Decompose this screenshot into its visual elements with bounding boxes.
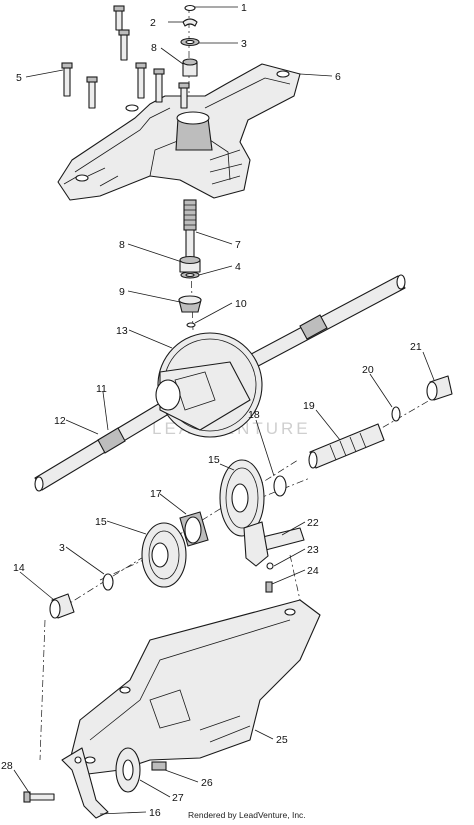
callout-11: 11 <box>96 383 107 395</box>
callout-26: 26 <box>201 777 213 789</box>
callout-23: 23 <box>307 544 319 556</box>
callout-19: 19 <box>303 400 315 412</box>
callout-1: 1 <box>241 2 247 14</box>
callout-22: 22 <box>307 517 319 529</box>
callout-10: 10 <box>235 298 247 310</box>
leader-lines <box>13 6 435 815</box>
callout-13: 13 <box>116 325 128 337</box>
input-shaft <box>183 199 197 259</box>
callout-15-right: 15 <box>208 454 220 466</box>
upper-housing <box>57 63 301 201</box>
callout-4-mid: 4 <box>235 261 241 273</box>
callout-18: 18 <box>248 409 260 421</box>
callout-25: 25 <box>276 734 288 746</box>
lower-housing <box>69 599 321 776</box>
callout-21: 21 <box>410 341 422 353</box>
right-shaft-parts <box>273 375 453 497</box>
callout-16: 16 <box>149 807 161 819</box>
callout-17: 17 <box>150 488 162 500</box>
callout-12: 12 <box>54 415 66 427</box>
callout-8-top: 8 <box>151 42 157 54</box>
rendered-by-footer: Rendered by LeadVenture, Inc. <box>188 810 306 820</box>
callout-9: 9 <box>119 286 125 298</box>
shift-fork-assembly <box>243 521 305 593</box>
brake-assembly <box>23 747 167 819</box>
callout-28: 28 <box>1 760 13 772</box>
callout-15-left: 15 <box>95 516 107 528</box>
callout-20: 20 <box>362 364 374 376</box>
callout-27: 27 <box>172 792 184 804</box>
housing-bolts <box>61 5 190 109</box>
mid-stack <box>178 255 202 328</box>
callout-14: 14 <box>13 562 25 574</box>
callout-6: 6 <box>335 71 341 83</box>
callout-5: 5 <box>16 72 22 84</box>
callout-3-bottom: 3 <box>59 542 65 554</box>
top-bearing-stack <box>180 4 200 77</box>
gear-train <box>49 459 265 619</box>
axle-differential <box>34 274 406 492</box>
callout-3-top: 3 <box>241 38 247 50</box>
callout-24: 24 <box>307 565 319 577</box>
callout-7: 7 <box>235 239 241 251</box>
callout-8-mid: 8 <box>119 239 125 251</box>
callout-numbers: 1 2 3 8 5 6 7 8 4 9 10 13 11 12 21 20 19… <box>1 2 422 819</box>
callout-2: 2 <box>150 17 156 29</box>
